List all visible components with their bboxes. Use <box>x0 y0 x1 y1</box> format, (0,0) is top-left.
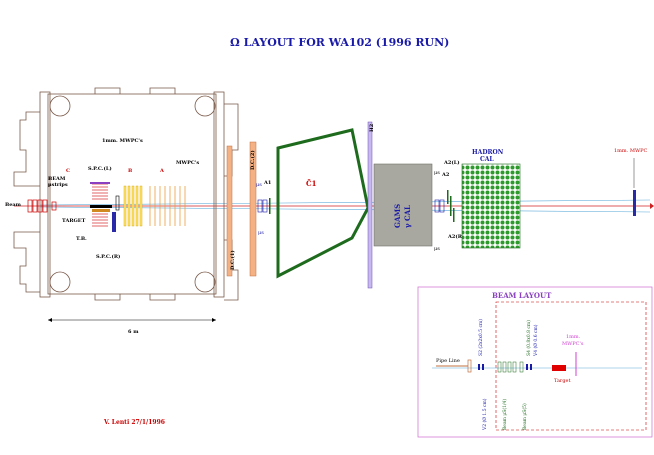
pipe-line-end <box>467 359 472 373</box>
a2-right-counter <box>453 208 455 222</box>
gams-label: GAMS <box>393 204 402 228</box>
hadron-label-1: HADRON <box>472 149 504 156</box>
chambers-b <box>123 185 143 227</box>
target-tb <box>92 209 110 212</box>
inset-title: BEAM LAYOUT <box>492 291 552 300</box>
beam-upper-line <box>39 199 651 206</box>
c-label: C <box>66 168 70 174</box>
inset-mwpc-label-1: 1mm. <box>566 334 581 340</box>
inset-border <box>417 286 653 438</box>
dimension-label: 6 m <box>128 329 139 335</box>
mu-strip-detector <box>262 199 268 213</box>
spc-right <box>92 213 108 227</box>
a2-label: A2 <box>441 172 450 178</box>
tb-label: T.B. <box>76 236 87 242</box>
mu-s-right-top-label: μs <box>434 170 440 176</box>
a2-counter <box>450 196 452 216</box>
v2-label: V2 (Ø 1.5 cm) <box>481 398 488 431</box>
mwpcs-label: MWPC's <box>176 160 199 166</box>
mu-strip-detector-right <box>434 199 440 213</box>
magnet-corner-circle <box>194 95 216 117</box>
mwpc-1mm-label: 1mm. MWPC's <box>102 138 143 144</box>
beam-arrow-icon <box>650 203 654 209</box>
a2-left-counter <box>447 190 449 204</box>
dc2-label: D.C.(2) <box>249 150 256 170</box>
magnet-left-flange-bottom <box>13 231 40 293</box>
magnet-bottom-bumps <box>94 294 176 301</box>
dc1-chamber <box>226 145 233 277</box>
b-label: B <box>128 168 132 174</box>
v4-counter <box>530 364 532 370</box>
s4-counter <box>526 364 528 370</box>
beam-counters <box>27 199 57 213</box>
mu-s-right-bottom-label: μs <box>434 246 440 252</box>
cherenkov-c1 <box>276 128 370 279</box>
s2-label: S2 (2x2x0.5 cm) <box>477 319 484 356</box>
h2-label: H2 <box>369 123 375 132</box>
spc-left-label: S.P.C.(L) <box>88 165 112 172</box>
magnet-left-plate <box>39 91 51 298</box>
h2-hodoscope <box>367 121 373 289</box>
v4-label: V4 (Ø 0.6 cm) <box>532 324 539 357</box>
beam-ms5-detector <box>519 361 524 373</box>
a2r-label: A2(R) <box>447 233 464 240</box>
magnet-top-bumps <box>94 87 176 94</box>
a-label: A <box>159 168 164 174</box>
magnet-yoke-outline <box>47 93 217 295</box>
pipe-line-label: Pipe Line <box>436 358 460 364</box>
beam-strips-label-1: BEAM <box>48 176 66 182</box>
beam-ms5-label: Beam μS(5) <box>521 403 528 430</box>
a1-counter <box>269 198 271 214</box>
spc-left <box>92 183 108 200</box>
hadron-label-2: CAL <box>480 156 494 163</box>
page-title: Ω LAYOUT FOR WA102 (1996 RUN) <box>230 36 449 49</box>
beam-layout-inset: BEAM LAYOUT Pipe Line S2 (2x2x0.5 cm) V2… <box>417 286 653 438</box>
mu-strip-detector <box>257 199 263 213</box>
mu-strip-detector-right <box>439 199 445 213</box>
gams-calorimeter <box>373 163 433 247</box>
target-block <box>90 205 112 208</box>
inset-target-label: Target <box>554 378 571 384</box>
beam-ms14-label: Beam μS(1/4) <box>501 399 508 430</box>
author-signature: V. Lenti 27/1/1996 <box>103 419 165 426</box>
dimension-6m: 6 m <box>48 318 216 335</box>
magnet-right-plate <box>213 91 225 298</box>
gams-label-2: γ CAL <box>403 205 412 228</box>
magnet-corner-circle <box>49 95 71 117</box>
inset-mwpc-label-2: MWPC's <box>562 341 584 347</box>
v2-counter <box>478 364 480 370</box>
a2l-label: A2(L) <box>443 159 460 166</box>
mwpc-1mm-chamber <box>115 195 120 211</box>
mu-s-bottom-label: μs <box>258 230 264 236</box>
c1-label: C̃1 <box>306 179 317 188</box>
beam-strips-label-2: μstrips <box>48 182 68 188</box>
chambers-a <box>149 186 186 226</box>
magnet-left-flange-top <box>13 111 40 187</box>
magnet-corner-circle <box>49 271 71 293</box>
spc-right-label: S.P.C.(R) <box>96 253 120 260</box>
inset-target <box>552 365 566 371</box>
mu-s-top-label: μs <box>256 182 262 188</box>
beam-ms14-detectors <box>497 361 517 373</box>
spc-right-bar <box>112 212 116 232</box>
beam-label: Beam <box>5 202 22 208</box>
dc1-label: D.C.(1) <box>229 250 236 270</box>
beam-lower-line <box>39 206 651 213</box>
s2-counter <box>482 364 484 370</box>
target-label: TARGET <box>62 218 86 224</box>
right-mwpc <box>633 190 636 216</box>
right-mwpc-label: 1mm. MWPC <box>614 148 647 154</box>
dc2-chamber <box>249 141 257 277</box>
magnet-corner-circle <box>194 271 216 293</box>
hadron-calorimeter <box>461 163 521 249</box>
a1-label: A1 <box>263 180 271 186</box>
s4-label: S4 (0.8x0.8 cm) <box>525 320 532 356</box>
spc-left-cap <box>90 182 110 184</box>
inset-dashed-region <box>495 301 647 431</box>
